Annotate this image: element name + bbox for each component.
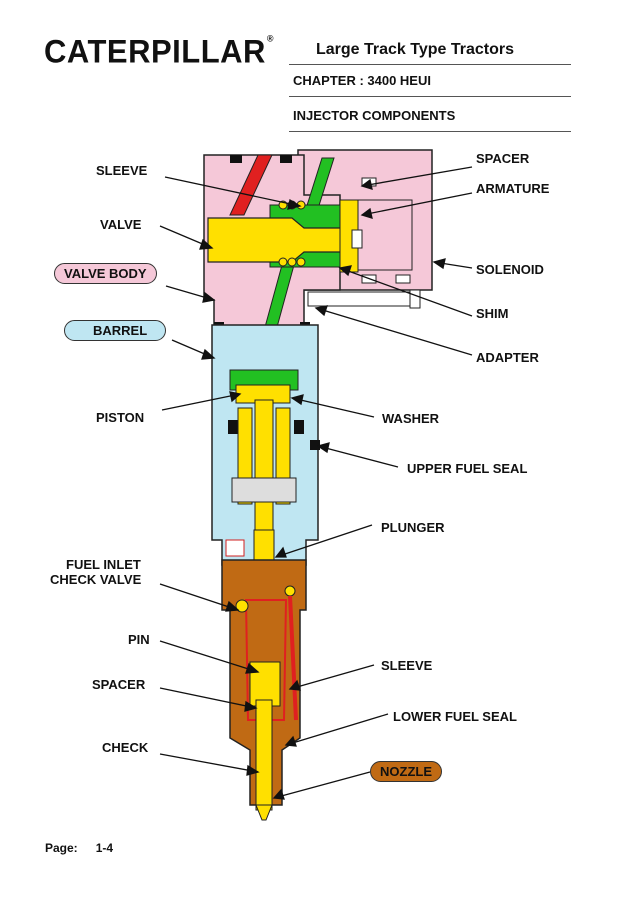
registered-mark: ® [266, 33, 275, 44]
upper-fuel-seal-ring [310, 440, 320, 450]
leader-lines [159, 166, 473, 800]
label-sleeve-bottom: SLEEVE [381, 658, 433, 673]
label-check-valve: CHECK VALVE [50, 572, 142, 587]
fuel-line [288, 595, 298, 721]
page-footer: Page: 1-4 [45, 841, 113, 855]
chapter-label: CHAPTER : 3400 HEUI [293, 73, 431, 88]
page-label: Page: [45, 841, 78, 855]
seal-ring [230, 155, 242, 163]
page-number: 1-4 [95, 841, 114, 855]
check-ball [235, 599, 249, 613]
caterpillar-logo: CATERPILLAR® [44, 33, 274, 71]
adapter-head [409, 289, 421, 309]
label-upper-fuel-seal: UPPER FUEL SEAL [407, 461, 528, 476]
page-title: Large Track Type Tractors [316, 41, 515, 58]
section-title: INJECTOR COMPONENTS [293, 108, 456, 123]
plunger [253, 529, 275, 563]
seal-ring [280, 155, 292, 163]
header-divider [289, 96, 571, 97]
header-divider [289, 64, 571, 65]
label-plunger: PLUNGER [381, 520, 445, 535]
label-sleeve-top: SLEEVE [96, 163, 148, 178]
seal-ring [294, 420, 304, 434]
label-valve: VALVE [100, 217, 142, 232]
label-check: CHECK [102, 740, 149, 755]
armature-screw [351, 229, 363, 249]
nozzle-tip [255, 804, 273, 821]
label-barrel: BARREL [64, 320, 167, 341]
label-pin: PIN [128, 632, 150, 647]
label-piston: PISTON [96, 410, 145, 425]
label-spacer-left: SPACER [92, 677, 146, 692]
seal-ring [228, 420, 238, 434]
spring-retainer [231, 477, 297, 503]
header-divider [289, 131, 571, 132]
label-nozzle: NOZZLE [370, 761, 442, 782]
adapter-pin [307, 291, 421, 307]
label-valve-body: VALVE BODY [54, 263, 157, 284]
fuel-passage [229, 154, 273, 216]
coil-slot [395, 274, 411, 284]
label-washer: WASHER [382, 411, 440, 426]
fuel-inlet-ball [284, 585, 296, 597]
logo-text: CATERPILLAR [44, 33, 266, 70]
check-needle [255, 699, 273, 811]
label-shim: SHIM [476, 306, 509, 321]
label-spacer-right: SPACER [476, 151, 530, 166]
label-armature: ARMATURE [476, 181, 550, 196]
hatch-seal [225, 539, 245, 557]
label-solenoid: SOLENOID [476, 262, 544, 277]
label-lower-fuel-seal: LOWER FUEL SEAL [393, 709, 517, 724]
plunger-stem [254, 399, 274, 531]
label-fuel-inlet: FUEL INLET [66, 557, 141, 572]
label-adapter: ADAPTER [476, 350, 539, 365]
